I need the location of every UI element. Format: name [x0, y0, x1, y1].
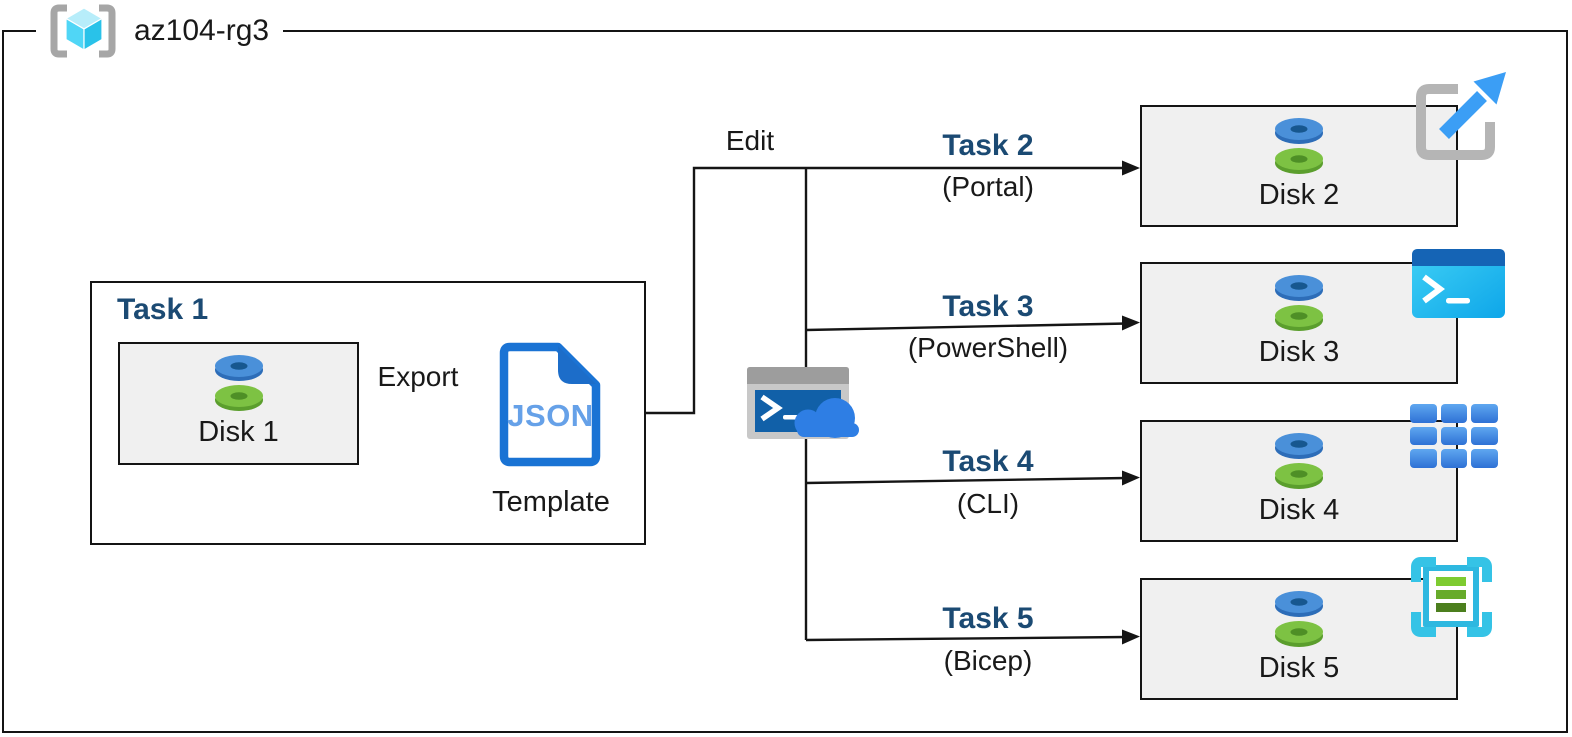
disk-icon: [1275, 591, 1323, 647]
disk-label: Disk 4: [1258, 494, 1340, 526]
disk-box-2: Disk 2: [1140, 105, 1458, 227]
disk-box-1: Disk 1: [118, 342, 359, 465]
resource-group-header: az104-rg3: [36, 2, 284, 60]
disk-icon: [1275, 275, 1323, 331]
disk-label: Disk 1: [198, 416, 279, 448]
task3-method: (PowerShell): [907, 332, 1069, 363]
task4-connector: [805, 476, 1128, 485]
task4-arrowhead: [1122, 470, 1140, 486]
task5-connector: [805, 635, 1128, 642]
disk-icon: [1275, 433, 1323, 489]
task4-title: Task 4: [942, 445, 1034, 478]
task2-title: Task 2: [942, 129, 1034, 162]
resource-group-name: az104-rg3: [134, 14, 270, 47]
resource-group-icon: [50, 4, 116, 58]
disk-label: Disk 2: [1258, 179, 1340, 211]
cli-grid-cell: [1471, 404, 1498, 423]
cli-grid-cell: [1471, 426, 1498, 446]
disk-label: Disk 3: [1258, 336, 1340, 368]
template-label: Template: [492, 486, 610, 518]
task3-connector: [805, 322, 1128, 332]
task2-connector: [645, 166, 1127, 415]
bicep-template-icon: [1411, 557, 1492, 637]
disk-box-4: Disk 4: [1140, 420, 1458, 542]
resource-group-border: [2, 30, 1568, 733]
disk-label: Disk 5: [1258, 652, 1340, 684]
cloud-shell-icon: [747, 367, 859, 439]
cli-grid-cell: [1440, 449, 1468, 468]
task5-arrowhead: [1122, 629, 1140, 645]
disk-box-5: Disk 5: [1140, 578, 1458, 700]
cli-grid-cell: [1410, 426, 1437, 446]
powershell-icon: [1412, 249, 1505, 318]
task3-arrowhead: [1122, 315, 1140, 331]
export-label: Export: [377, 361, 459, 392]
cli-grid-cell: [1410, 404, 1437, 423]
task2-arrowhead: [1122, 160, 1140, 176]
disk-box-3: Disk 3: [1140, 262, 1458, 384]
cli-grid-cell: [1410, 449, 1437, 468]
disk-icon: [214, 355, 263, 411]
edit-label: Edit: [725, 125, 775, 156]
task4-method: (CLI): [956, 488, 1020, 519]
task2-method: (Portal): [942, 171, 1034, 202]
cli-grid-cell: [1440, 426, 1468, 446]
task5-title: Task 5: [942, 602, 1034, 635]
azure-cli-icon: [1410, 404, 1498, 468]
task1-title: Task 1: [117, 293, 209, 326]
task3-title: Task 3: [942, 290, 1034, 323]
task5-method: (Bicep): [943, 645, 1033, 676]
disk-icon: [1275, 118, 1323, 174]
json-file-type: JSON: [507, 398, 594, 433]
cli-grid-cell: [1440, 404, 1468, 423]
azure-portal-icon: [1416, 72, 1506, 160]
cli-grid-cell: [1471, 449, 1498, 468]
json-file-icon: [499, 342, 601, 467]
